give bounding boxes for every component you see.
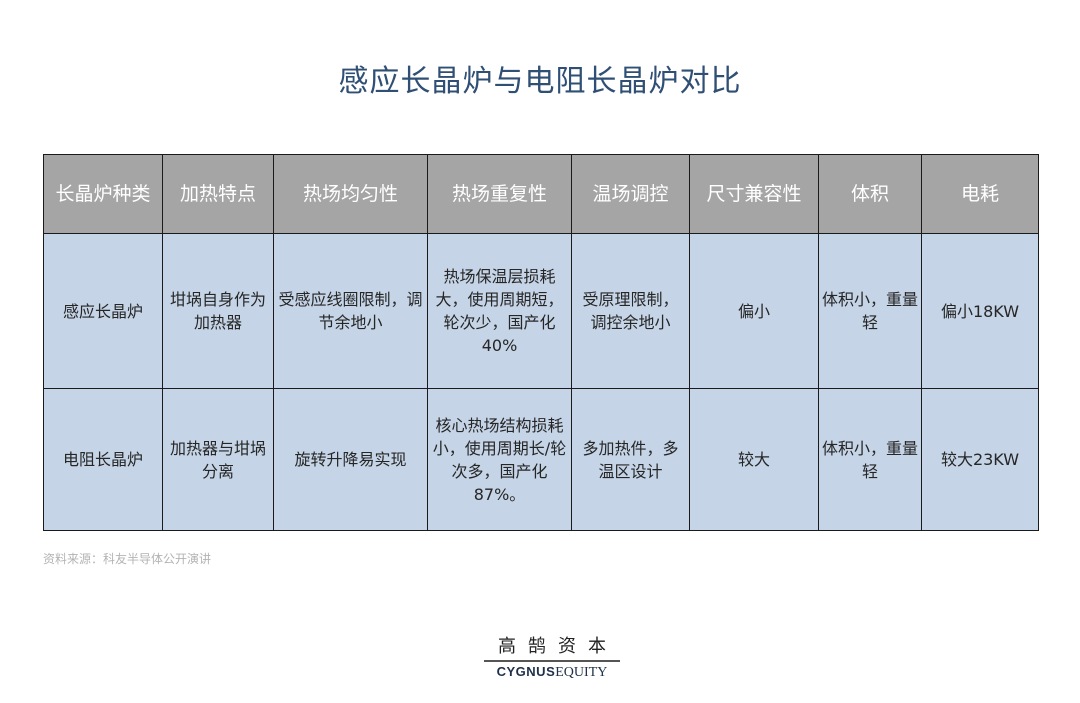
header-power: 电耗 — [921, 154, 1039, 234]
comparison-table: 长晶炉种类 加热特点 热场均匀性 热场重复性 温场调控 尺寸兼容性 体积 电耗 … — [43, 154, 1039, 531]
table-row: 电阻长晶炉 加热器与坩埚分离 旋转升降易实现 核心热场结构损耗小，使用周期长/轮… — [43, 388, 1039, 531]
cell: 感应长晶炉 — [43, 233, 163, 389]
logo-english-name: CYGNUSEQUITY — [484, 664, 620, 681]
company-logo: 高鹄资本 CYGNUSEQUITY — [484, 636, 620, 681]
header-size-compat: 尺寸兼容性 — [689, 154, 819, 234]
logo-divider — [484, 660, 620, 662]
header-furnace-type: 长晶炉种类 — [43, 154, 163, 234]
logo-en-bold: CYGNUS — [496, 663, 556, 679]
logo-chinese-name: 高鹄资本 — [498, 636, 618, 657]
cell: 热场保温层损耗大，使用周期短，轮次少，国产化40% — [427, 233, 572, 389]
cell: 加热器与坩埚分离 — [162, 388, 274, 531]
table-header-row: 长晶炉种类 加热特点 热场均匀性 热场重复性 温场调控 尺寸兼容性 体积 电耗 — [43, 154, 1039, 234]
source-note: 资料来源：科友半导体公开演讲 — [43, 552, 212, 566]
header-temp-control: 温场调控 — [571, 154, 690, 234]
logo-en-regular: EQUITY — [555, 664, 608, 680]
cell: 多加热件，多温区设计 — [571, 388, 690, 531]
header-uniformity: 热场均匀性 — [273, 154, 428, 234]
cell: 核心热场结构损耗小，使用周期长/轮次多，国产化87%。 — [427, 388, 572, 531]
page-title: 感应长晶炉与电阻长晶炉对比 — [338, 64, 742, 99]
cell: 坩埚自身作为加热器 — [162, 233, 274, 389]
cell: 电阻长晶炉 — [43, 388, 163, 531]
cell: 旋转升降易实现 — [273, 388, 428, 531]
cell: 偏小 — [689, 233, 819, 389]
header-heating: 加热特点 — [162, 154, 274, 234]
cell: 体积小，重量轻 — [818, 388, 922, 531]
cell: 较大23KW — [921, 388, 1039, 531]
cell: 较大 — [689, 388, 819, 531]
table-row: 感应长晶炉 坩埚自身作为加热器 受感应线圈限制，调节余地小 热场保温层损耗大，使… — [43, 233, 1039, 389]
header-repeatability: 热场重复性 — [427, 154, 572, 234]
cell: 偏小18KW — [921, 233, 1039, 389]
cell: 受原理限制，调控余地小 — [571, 233, 690, 389]
cell: 体积小，重量轻 — [818, 233, 922, 389]
header-volume: 体积 — [818, 154, 922, 234]
cell: 受感应线圈限制，调节余地小 — [273, 233, 428, 389]
